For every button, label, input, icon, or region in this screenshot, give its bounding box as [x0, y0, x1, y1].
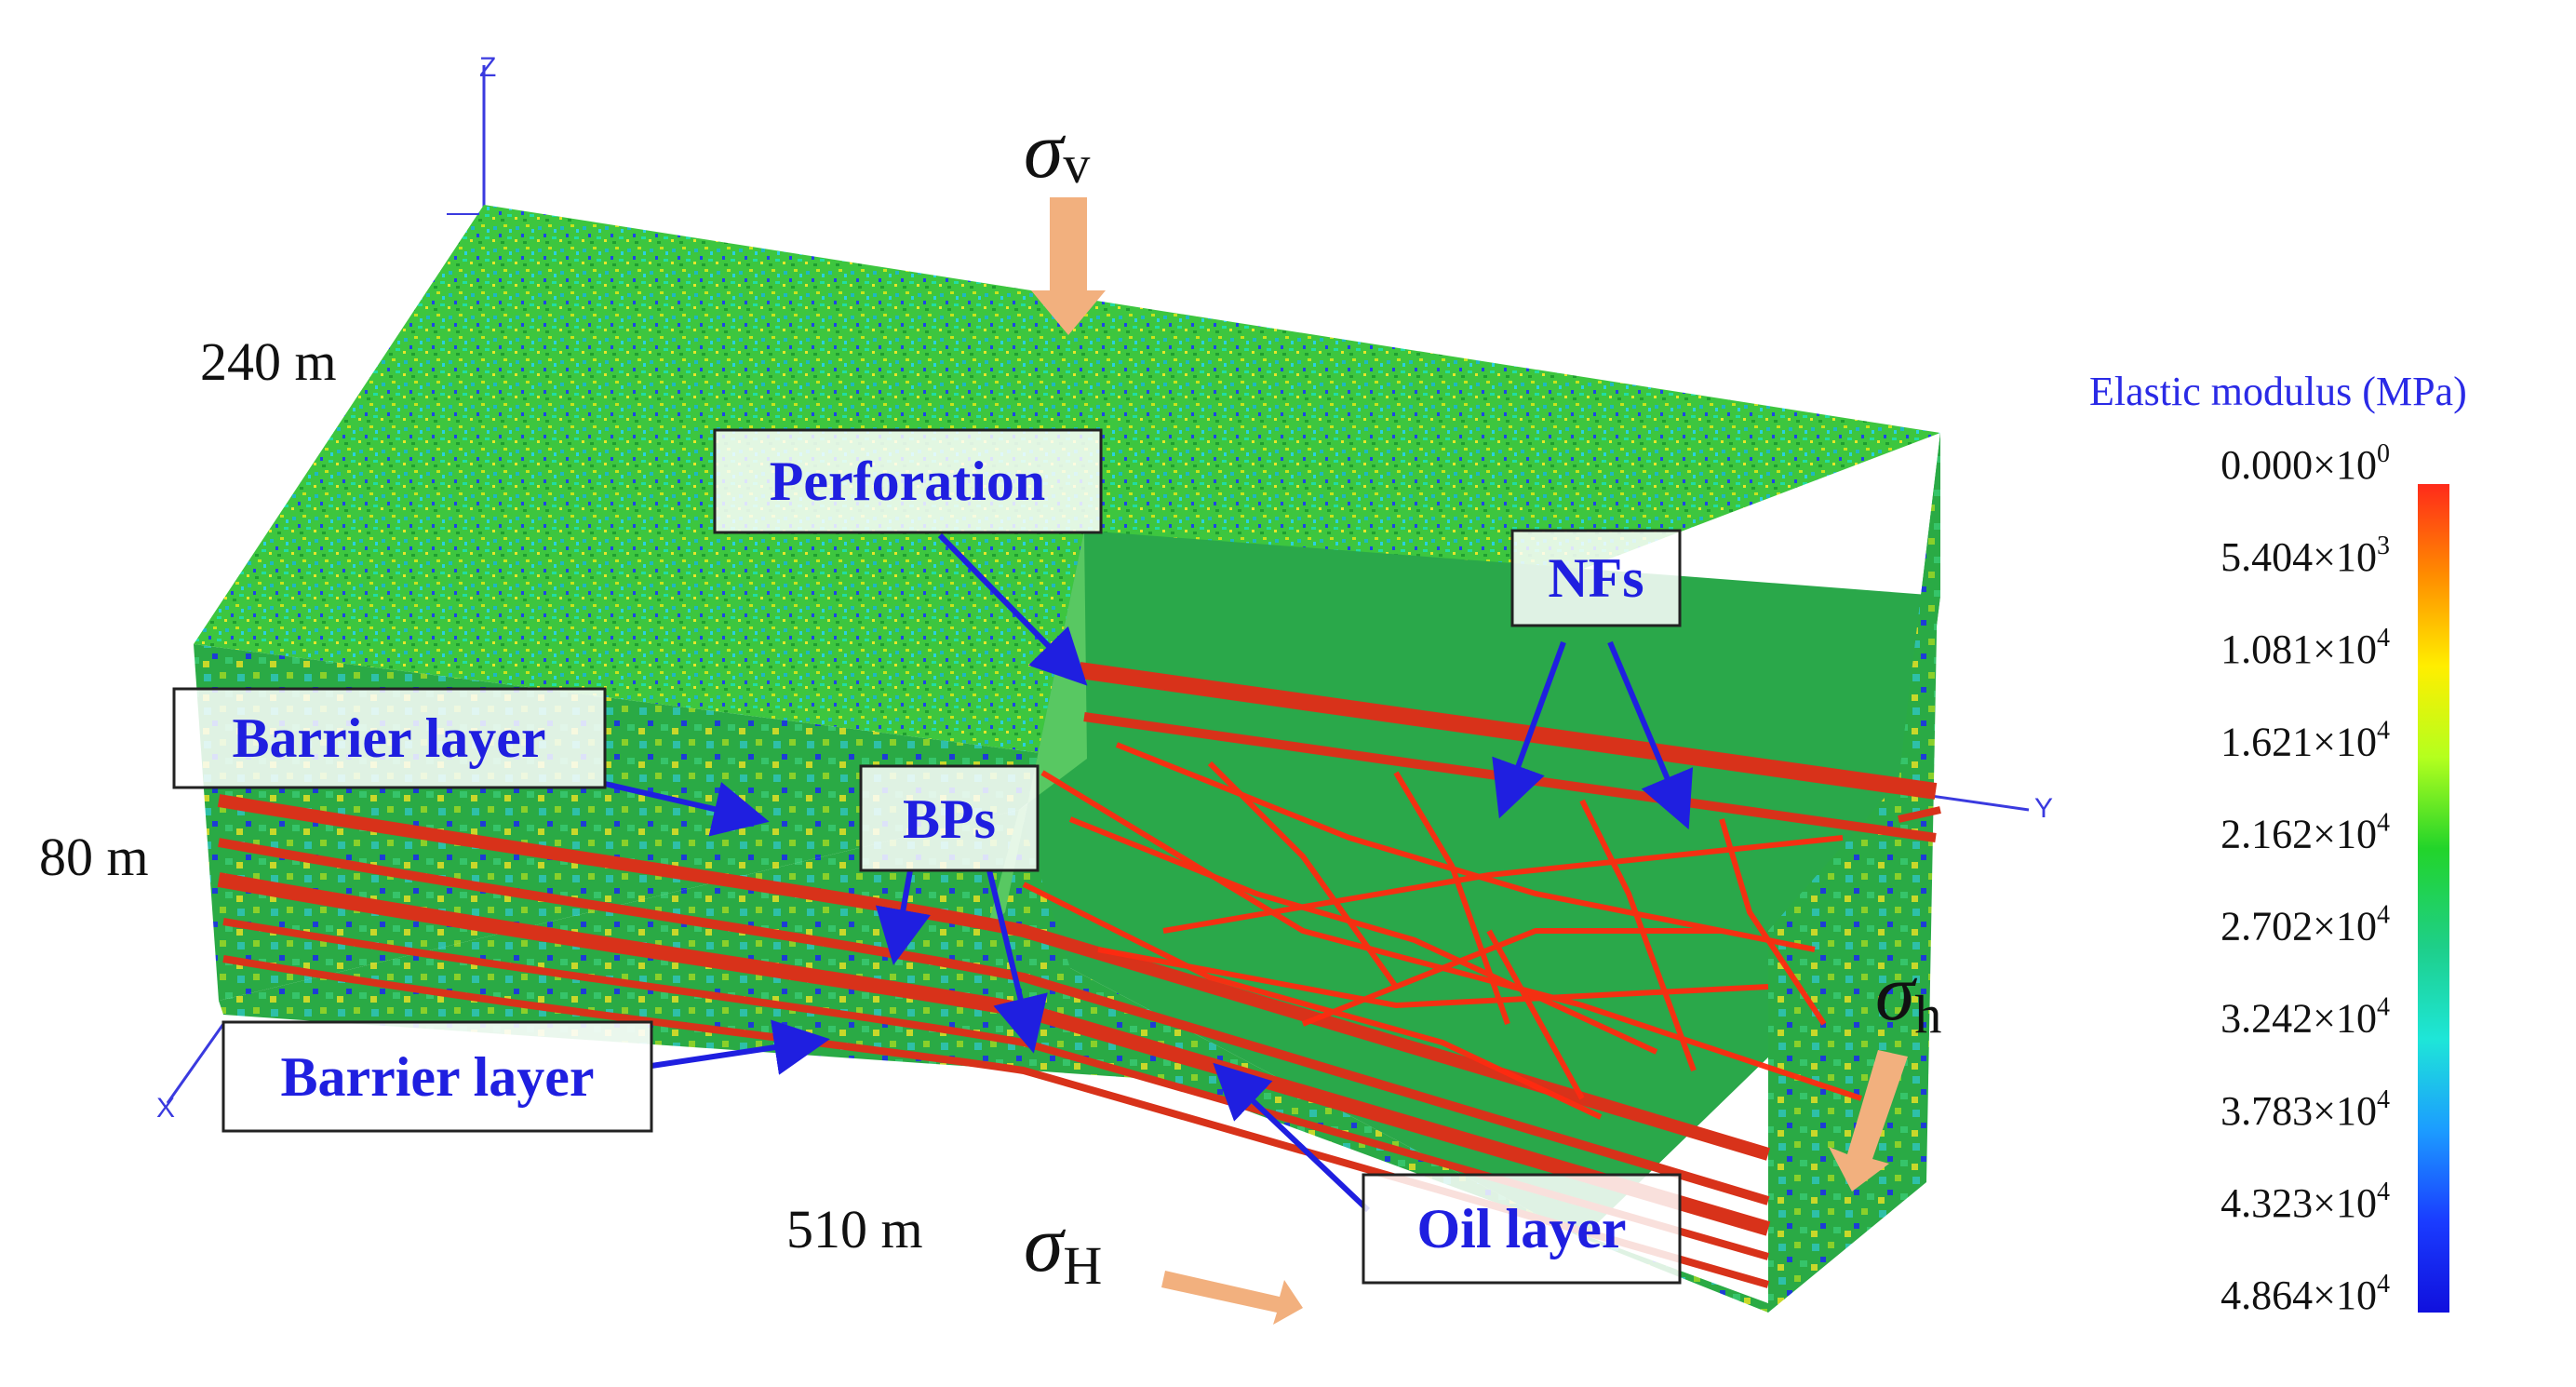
svg-text:Oil layer: Oil layer: [1417, 1198, 1627, 1259]
sigma-v-arrow: [1031, 197, 1106, 335]
callout-oil-layer: Oil layer: [1362, 1173, 1682, 1285]
elastic-modulus-legend: Elastic modulus (MPa) 0.000×100 5.404×103…: [2089, 369, 2467, 1318]
callout-perforation: Perforation: [713, 428, 1103, 534]
sigma-H-arrow: [1161, 1271, 1303, 1325]
natural-fractures: [1022, 742, 1862, 1120]
svg-text:NFs: NFs: [1548, 547, 1644, 609]
sigma-H-label: σH: [1024, 1199, 1102, 1296]
legend-tick-5: 2.702×104: [2220, 901, 2390, 949]
legend-tick-4: 2.162×104: [2220, 808, 2390, 856]
bedding-planes: [217, 662, 1941, 1288]
sigma-v-label: σv: [1024, 105, 1090, 195]
legend-colorbar: [2418, 484, 2449, 1313]
y-axis-label: Y: [2034, 793, 2053, 824]
legend-tick-0: 0.000×100: [2220, 439, 2390, 488]
callout-barrier-upper: Barrier layer: [172, 687, 607, 789]
z-axis-label: Z: [479, 52, 496, 83]
svg-text:Barrier layer: Barrier layer: [232, 707, 545, 769]
legend-tick-8: 4.323×104: [2220, 1178, 2390, 1226]
legend-tick-3: 1.621×104: [2220, 716, 2390, 764]
svg-text:Perforation: Perforation: [770, 451, 1046, 512]
legend-tick-9: 4.864×104: [2220, 1270, 2390, 1318]
callout-barrier-lower: Barrier layer: [221, 1020, 653, 1133]
legend-tick-labels: 0.000×100 5.404×103 1.081×104 1.621×104 2.16…: [2220, 439, 2390, 1318]
perforation-wall: [986, 531, 1087, 931]
legend-tick-1: 5.404×103: [2220, 532, 2390, 580]
length-dimension-label: 510 m: [786, 1199, 923, 1259]
block-cutaway-region: [1005, 531, 1940, 1238]
sigma-h-label: σh: [1875, 948, 1941, 1044]
width-dimension-label: 240 m: [200, 331, 337, 392]
sigma-h-arrow: [1829, 1050, 1908, 1192]
svg-text:BPs: BPs: [903, 788, 996, 850]
legend-tick-2: 1.081×104: [2220, 624, 2390, 672]
callout-arrows: [604, 532, 1694, 1213]
legend-title: Elastic modulus (MPa): [2089, 369, 2467, 414]
callout-nfs: NFs: [1510, 529, 1682, 627]
stress-arrows: [1031, 197, 1908, 1325]
x-axis-label: X: [156, 1093, 175, 1124]
height-dimension-label: 80 m: [39, 827, 149, 887]
block-right-face: [1768, 433, 1940, 1313]
svg-text:Barrier layer: Barrier layer: [280, 1046, 594, 1108]
legend-tick-7: 3.783×104: [2220, 1085, 2390, 1134]
callout-bps: BPs: [859, 764, 1040, 872]
legend-tick-6: 3.242×104: [2220, 993, 2390, 1042]
